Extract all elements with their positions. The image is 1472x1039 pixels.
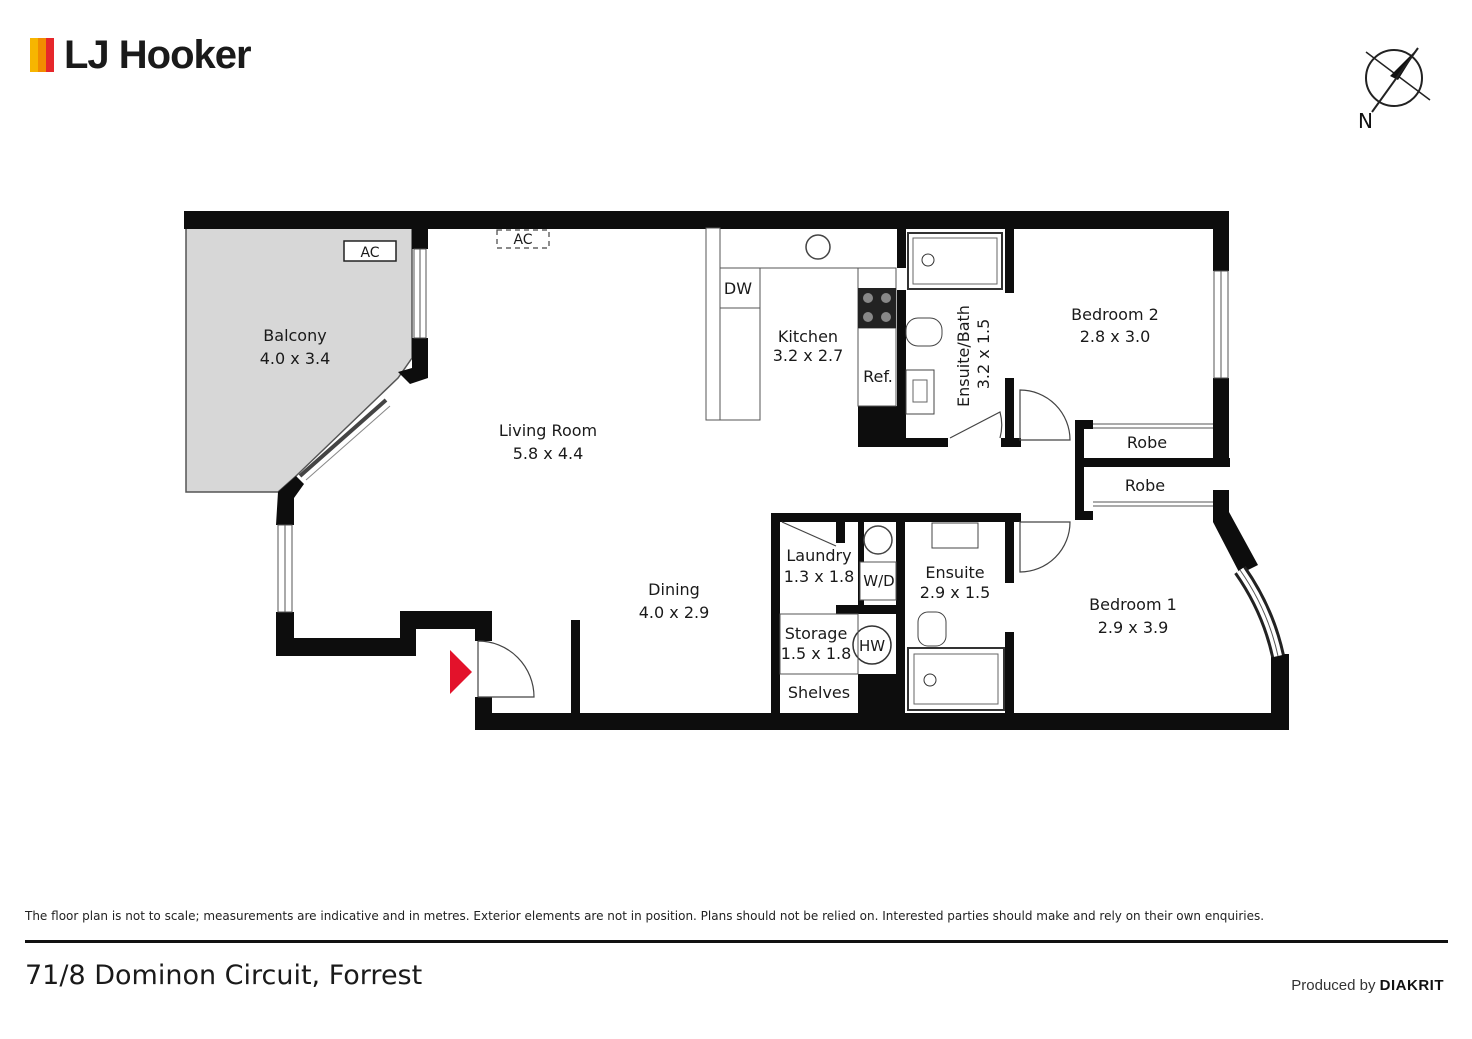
ensuite-bath-dims: 3.2 x 1.5 (974, 319, 993, 390)
hot-water-icon (852, 625, 892, 665)
lj-hooker-logo: LJ Hooker (30, 30, 252, 80)
washer-dryer-box (859, 561, 897, 601)
shelves-label: Shelves (788, 683, 850, 702)
balcony-dims: 4.0 x 3.4 (260, 349, 331, 368)
kitchen-dims: 3.2 x 2.7 (773, 346, 844, 365)
living-room-dims: 5.8 x 4.4 (513, 444, 584, 463)
disclaimer-text: The floor plan is not to scale; measurem… (25, 909, 1265, 923)
cooktop-icon (858, 288, 896, 328)
laundry-dims: 1.3 x 1.8 (784, 567, 855, 586)
ensuite-basin-icon (931, 522, 979, 549)
produced-by-credit: Produced by DIAKRIT (1291, 977, 1444, 994)
property-address: 71/8 Dominon Circuit, Forrest (25, 960, 423, 991)
ensuite-bath-name: Ensuite/Bath (954, 305, 973, 407)
ensuite-dims: 2.9 x 1.5 (920, 583, 991, 602)
robe-rails (1093, 423, 1213, 507)
ac-unit-living (496, 229, 550, 249)
storage-dims: 1.5 x 1.8 (781, 644, 852, 663)
entry-arrow-icon (450, 650, 472, 694)
north-compass-icon: N (1358, 47, 1431, 133)
refrigerator-label: Ref. (863, 367, 893, 386)
kitchen-sink-icon (805, 234, 831, 260)
dishwasher-label: DW (724, 279, 752, 298)
ensuite-toilet-icon (917, 611, 947, 647)
laundry-tub-icon (863, 525, 893, 555)
bedroom2-dims: 2.8 x 3.0 (1080, 327, 1151, 346)
balcony-sliding-door (298, 398, 388, 478)
logo-bar-red (46, 38, 54, 72)
doors (477, 389, 1071, 698)
walls (184, 211, 1289, 730)
dining-dims: 4.0 x 2.9 (639, 603, 710, 622)
logo-color-bars (30, 38, 54, 72)
hot-water-label: HW (859, 637, 885, 655)
bedroom1-name: Bedroom 1 (1089, 595, 1177, 614)
windows (277, 248, 1229, 613)
shower-icon (907, 647, 1005, 711)
dining-name: Dining (648, 580, 700, 599)
produced-by-prefix: Produced by (1291, 977, 1376, 994)
bedroom2-name: Bedroom 2 (1071, 305, 1159, 324)
balcony-name: Balcony (263, 326, 326, 345)
robe-label-1: Robe (1127, 433, 1167, 452)
living-room-name: Living Room (499, 421, 597, 440)
bedroom1-dims: 2.9 x 3.9 (1098, 618, 1169, 637)
basin-icon (905, 369, 935, 415)
ac-label-1: AC (360, 245, 379, 261)
footer-divider (25, 940, 1448, 943)
logo-bar-orange (38, 38, 46, 72)
toilet-icon (905, 317, 943, 347)
robe-label-2: Robe (1125, 476, 1165, 495)
ac-label-2: AC (513, 232, 532, 248)
ensuite-name: Ensuite (925, 563, 984, 582)
storage-name: Storage (785, 624, 848, 643)
bathtub-icon (907, 232, 1003, 290)
washer-dryer-label: W/D (863, 572, 894, 590)
diakrit-wordmark: DIAKRIT (1379, 977, 1444, 994)
kitchen-name: Kitchen (778, 327, 838, 346)
compass-north-label: N (1358, 109, 1373, 133)
balcony-area (185, 227, 413, 493)
laundry-name: Laundry (786, 546, 851, 565)
ac-unit-balcony (343, 240, 397, 262)
logo-bar-yellow (30, 38, 38, 72)
logo-wordmark: LJ Hooker (64, 32, 252, 77)
